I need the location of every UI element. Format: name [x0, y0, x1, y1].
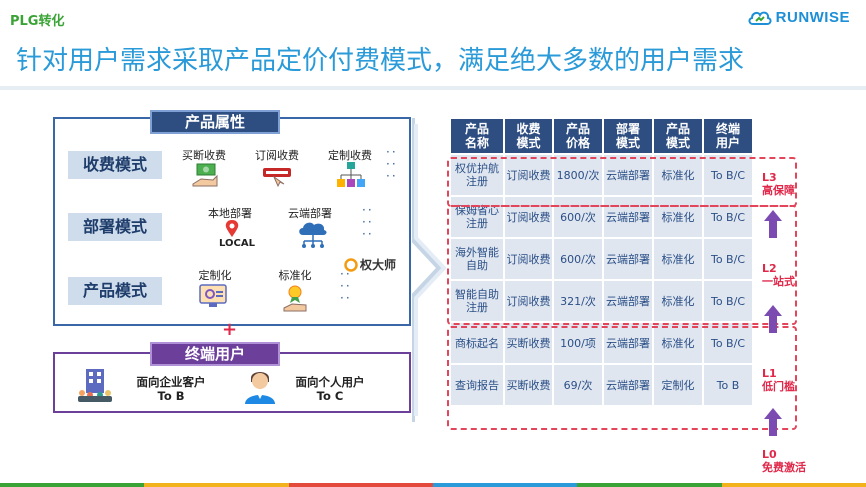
table-header-row: 产品名称 收费模式 产品价格 部署模式 产品模式 终端用户 — [451, 119, 752, 153]
table-cell: To B/C — [704, 239, 752, 279]
l2-group-box — [447, 205, 797, 325]
column-header: 产品名称 — [451, 119, 503, 153]
table-cell: To B/C — [704, 281, 752, 321]
item-cloud-deploy: 云端部署 — [288, 207, 332, 220]
quandashi-label: 权大师 — [360, 258, 397, 272]
item-buyout: 买断收费 — [182, 149, 226, 162]
table-cell: 订阅收费 — [505, 281, 552, 321]
product-name-cell: 权优护航注册 — [451, 155, 503, 195]
arrow-up-icon — [764, 305, 782, 333]
table-cell: 1800/次 — [554, 155, 602, 195]
l3-group-box — [447, 157, 797, 207]
money-hand-icon — [191, 162, 219, 192]
pricing-table: 产品名称 收费模式 产品价格 部署模式 产品模式 终端用户 权优护航注册 订阅收… — [449, 117, 754, 407]
table-row: 海外智能自助 订阅收费 600/次 云端部署 标准化 To B/C — [451, 239, 752, 279]
certificate-hand-icon — [280, 282, 310, 316]
table-cell: 69/次 — [554, 365, 602, 405]
column-header: 终端用户 — [704, 119, 752, 153]
cloud-network-icon — [296, 219, 330, 253]
row-label-product: 产品模式 — [68, 277, 162, 305]
table-cell: 云端部署 — [604, 155, 652, 195]
table-cell: 600/次 — [554, 197, 602, 237]
enterprise-building-icon — [76, 367, 114, 407]
column-header: 产品价格 — [554, 119, 602, 153]
end-users-header: 终端用户 — [150, 342, 280, 366]
arrow-up-icon — [764, 408, 782, 436]
table-cell: 订阅收费 — [505, 239, 552, 279]
location-pin-icon — [218, 219, 246, 243]
table-cell: 标准化 — [654, 239, 702, 279]
brand-logo: RUNWISE — [748, 8, 850, 26]
item-standardized: 标准化 — [278, 269, 312, 282]
table-cell: 云端部署 — [604, 365, 652, 405]
section-tag: PLG转化 — [10, 14, 65, 29]
product-name-cell: 查询报告 — [451, 365, 503, 405]
quandashi-logo: 权大师 — [344, 256, 396, 273]
table-cell: 订阅收费 — [505, 197, 552, 237]
table-cell: 100/项 — [554, 323, 602, 363]
more-dots: ······ — [386, 145, 398, 183]
product-name-cell: 商标起名 — [451, 323, 503, 363]
column-header: 部署模式 — [604, 119, 652, 153]
table-row: 智能自助注册 订阅收费 321/次 云端部署 标准化 To B/C — [451, 281, 752, 321]
settings-monitor-icon — [198, 282, 228, 314]
arrow-up-icon — [764, 210, 782, 238]
more-dots: ······ — [340, 267, 352, 305]
table-row: 查询报告 买断收费 69/次 云端部署 定制化 To B — [451, 365, 752, 405]
brand-circle-icon — [344, 257, 358, 272]
brand-name: RUNWISE — [775, 8, 850, 26]
column-header: 产品模式 — [654, 119, 702, 153]
subscribe-icon — [262, 162, 292, 192]
table-cell: 600/次 — [554, 239, 602, 279]
table-cell: 标准化 — [654, 323, 702, 363]
product-name-cell: 海外智能自助 — [451, 239, 503, 279]
table-cell: 321/次 — [554, 281, 602, 321]
table-cell: To B — [704, 365, 752, 405]
table-cell: 云端部署 — [604, 239, 652, 279]
local-badge: LOCAL — [219, 238, 255, 249]
product-attributes-header: 产品属性 — [150, 110, 280, 134]
plus-sign: + — [222, 319, 238, 340]
table-cell: 买断收费 — [505, 323, 552, 363]
product-name-cell: 保姆省心注册 — [451, 197, 503, 237]
item-subscription: 订阅收费 — [255, 149, 299, 162]
table-cell: 云端部署 — [604, 197, 652, 237]
product-name-cell: 智能自助注册 — [451, 281, 503, 321]
table-cell: To B/C — [704, 155, 752, 195]
more-dots: ······ — [362, 203, 374, 241]
table-cell: 云端部署 — [604, 323, 652, 363]
cloud-icon — [748, 11, 772, 25]
row-label-deployment: 部署模式 — [68, 213, 162, 241]
row-label-billing: 收费模式 — [68, 151, 162, 179]
item-custom-billing: 定制收费 — [328, 149, 372, 162]
table-cell: 标准化 — [654, 155, 702, 195]
org-chart-icon — [336, 161, 366, 193]
column-header: 收费模式 — [505, 119, 552, 153]
page-title: 针对用户需求采取产品定价付费模式，满足绝大多数的用户需求 — [16, 46, 745, 76]
footer-color-bar — [0, 483, 866, 487]
table-cell: To B/C — [704, 323, 752, 363]
table-cell: 云端部署 — [604, 281, 652, 321]
table-row: 保姆省心注册 订阅收费 600/次 云端部署 标准化 To B/C — [451, 197, 752, 237]
item-local-deploy: 本地部署 — [208, 207, 252, 220]
title-divider — [0, 86, 866, 90]
table-cell: To B/C — [704, 197, 752, 237]
l1-group-box — [447, 326, 797, 430]
table-row: 权优护航注册 订阅收费 1800/次 云端部署 标准化 To B/C — [451, 155, 752, 195]
table-cell: 标准化 — [654, 281, 702, 321]
item-customized: 定制化 — [198, 269, 232, 282]
table-row: 商标起名 买断收费 100/项 云端部署 标准化 To B/C — [451, 323, 752, 363]
table-cell: 买断收费 — [505, 365, 552, 405]
table-cell: 定制化 — [654, 365, 702, 405]
table-cell: 标准化 — [654, 197, 702, 237]
person-icon — [242, 366, 278, 408]
chevron-right-icon — [412, 118, 447, 422]
table-cell: 订阅收费 — [505, 155, 552, 195]
